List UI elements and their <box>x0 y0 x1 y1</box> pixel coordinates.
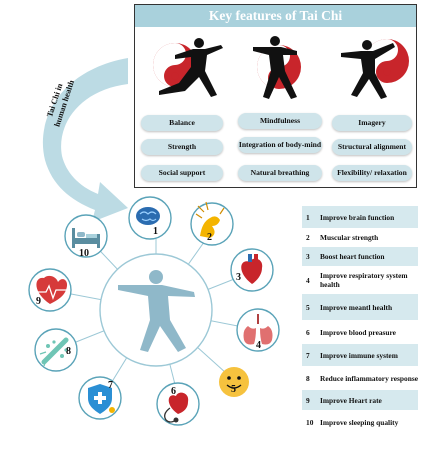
row-text: Improve sleeping quality <box>320 417 399 427</box>
table-row: 3 Boost heart function <box>302 247 418 266</box>
row-number: 7 <box>306 350 310 360</box>
table-row: 9 Improve Heart rate <box>302 390 418 410</box>
heart-organ-icon <box>230 248 274 292</box>
row-text: Reduce inflammatory response <box>320 373 418 383</box>
row-text: Improve immune system <box>320 350 398 360</box>
feature-pill: Strength <box>141 139 223 155</box>
row-text: Improve brain function <box>320 212 395 222</box>
blood-pressure-heart-icon <box>156 382 200 426</box>
table-row: 7 Improve immune system <box>302 344 418 366</box>
icon-number: 1 <box>153 226 158 237</box>
icon-number: 4 <box>256 340 261 351</box>
row-number: 3 <box>306 252 310 261</box>
table-row: 6 Improve blood preasure <box>302 320 418 344</box>
row-text: Improve meantl health <box>320 302 393 312</box>
lungs-icon <box>236 308 280 352</box>
row-number: 10 <box>306 417 314 427</box>
smiley-icon <box>219 367 249 397</box>
row-number: 5 <box>306 302 310 312</box>
fighter-silhouette <box>253 36 297 99</box>
row-number: 8 <box>306 373 310 383</box>
icon-number: 7 <box>108 380 113 391</box>
feature-pill: Natural breathing <box>238 165 322 181</box>
icon-number: 6 <box>171 386 176 397</box>
shield-cross-icon <box>78 376 122 420</box>
feature-pill: Structural alignment <box>332 139 412 155</box>
tai-chi-figure-1 <box>153 38 223 97</box>
icon-number: 8 <box>66 346 71 357</box>
icon-number: 3 <box>236 272 241 283</box>
bed-icon <box>64 214 108 258</box>
row-number: 4 <box>306 275 310 285</box>
feature-pill: Mindfulness <box>238 113 322 129</box>
feature-pill: Flexibility/ relaxation <box>332 165 412 181</box>
row-text: Improve Heart rate <box>320 395 382 405</box>
key-features-title: Key features of Tai Chi <box>135 5 416 27</box>
table-row: 1 Improve brain function <box>302 206 418 228</box>
row-number: 1 <box>306 212 310 222</box>
icon-number: 10 <box>79 248 89 259</box>
table-row: 8 Reduce inflammatory response <box>302 366 418 390</box>
feature-pill: Balance <box>141 115 223 131</box>
row-text: Boost heart function <box>320 252 385 261</box>
feature-pill: Imagery <box>332 115 412 131</box>
feature-pill: Integration of body-mind <box>238 137 322 153</box>
fighter-silhouette <box>159 38 223 97</box>
table-row: 2 Muscular strength <box>302 228 418 247</box>
icon-number: 2 <box>207 232 212 243</box>
benefits-table: 1 Improve brain function 2 Muscular stre… <box>302 206 418 434</box>
row-number: 2 <box>306 233 310 242</box>
tai-chi-center-figure <box>118 270 195 352</box>
table-row: 5 Improve meantl health <box>302 294 418 320</box>
key-features-box: Key features of Tai Chi <box>134 4 417 188</box>
row-text: Muscular strength <box>320 233 379 242</box>
flexed-arm-icon <box>190 201 234 246</box>
row-number: 9 <box>306 395 310 405</box>
heart-rate-icon <box>28 268 72 312</box>
fighter-silhouette <box>341 40 395 99</box>
tai-chi-figure-2 <box>253 36 301 99</box>
icon-number: 5 <box>231 384 236 395</box>
brain-icon <box>128 196 172 240</box>
feature-pill: Social support <box>141 165 223 181</box>
row-text: Improve blood preasure <box>320 327 396 337</box>
table-row: 4 Improve respiratory system health <box>302 266 418 294</box>
row-number: 6 <box>306 327 310 337</box>
row-text: Improve respiratory system health <box>320 271 408 289</box>
inflammation-icon <box>34 328 78 372</box>
health-benefits-diagram <box>28 196 280 426</box>
table-row: 10 Improve sleeping quality <box>302 410 418 434</box>
icon-number: 9 <box>36 296 41 307</box>
tai-chi-figure-3 <box>341 39 409 99</box>
